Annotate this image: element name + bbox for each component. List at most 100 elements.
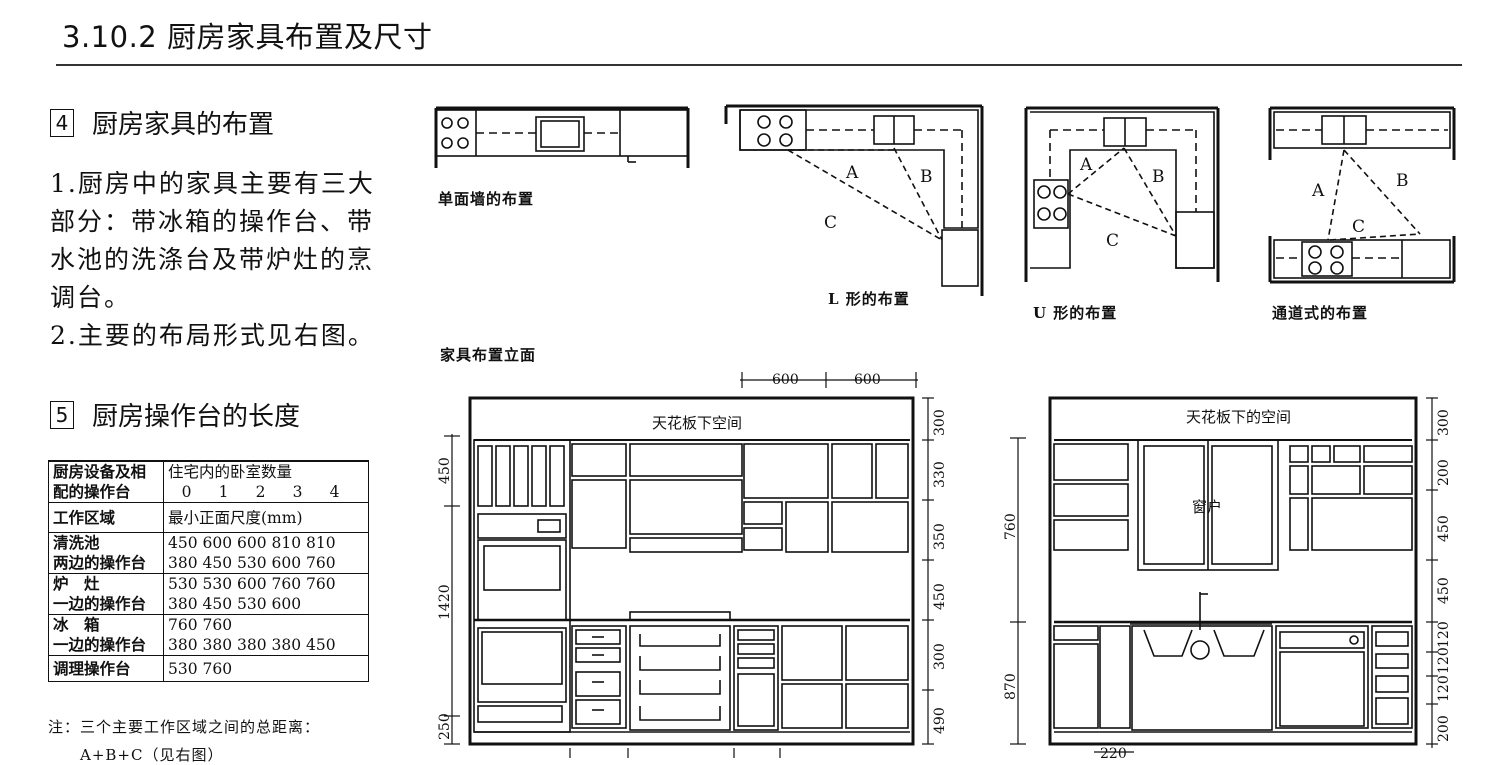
row-value-line: 380 380 380 380 450 <box>168 636 336 654</box>
bedroom-count: 2 <box>255 483 266 501</box>
caption-single-wall: 单面墙的布置 <box>438 190 535 208</box>
section-5-heading: 5 厨房操作台的长度 <box>50 396 300 433</box>
bedroom-count: 4 <box>329 483 340 501</box>
bedroom-count: 1 <box>218 483 229 501</box>
row-label-line: 一边的操作台 <box>53 594 147 613</box>
row-values: 760 760 380 380 380 380 450 <box>163 614 369 656</box>
table-row: 清洗池两边的操作台 450 600 600 810 810 380 450 530… <box>48 532 369 574</box>
row-label-line: 炉 灶 <box>53 574 100 593</box>
section-title: 3.10.2 厨房家具布置及尺寸 <box>62 20 433 54</box>
row-label: 调理操作台 <box>48 655 164 682</box>
row-label-line: 冰 箱 <box>53 615 100 634</box>
dim-right-870: 870 <box>1003 673 1019 700</box>
bedroom-counts: 0 1 2 3 4 <box>168 482 364 502</box>
label-l-a: A <box>845 163 859 183</box>
label-u-b: B <box>1152 167 1165 187</box>
elevation-right <box>1048 396 1418 746</box>
body-line: 部分：带冰箱的操作台、带 <box>50 207 375 236</box>
row-value-line: 380 450 530 600 760 <box>168 554 336 572</box>
dim-top-1: 600 <box>772 372 799 388</box>
section-5-number: 5 <box>50 401 74 429</box>
caption-u-shape: U 形的布置 <box>1033 304 1118 322</box>
row-label: 清洗池两边的操作台 <box>48 532 164 574</box>
dim-far-120b: 120 <box>1436 647 1452 674</box>
label-u-a: A <box>1079 155 1093 175</box>
header-right-title: 住宅内的卧室数量 <box>168 463 293 481</box>
row-value-line: 760 760 <box>168 616 233 634</box>
dim-left-1420: 1420 <box>437 584 453 620</box>
dim-far-200: 200 <box>1436 459 1452 486</box>
section-4-number: 4 <box>50 109 74 137</box>
dim-far-200b: 200 <box>1436 715 1452 742</box>
dim-left-250: 250 <box>437 713 453 740</box>
header-left-line: 配的操作台 <box>53 482 131 501</box>
caption-l-shape: L 形的布置 <box>828 290 910 308</box>
label-ceiling-left: 天花板下空间 <box>652 414 742 432</box>
dim-top-2: 600 <box>854 372 881 388</box>
row-label-line: 一边的操作台 <box>53 635 147 654</box>
row-values: 530 760 <box>163 655 369 682</box>
label-l-b: B <box>920 167 933 187</box>
row-values: 530 530 600 760 760 380 450 530 600 <box>163 573 369 615</box>
table-row: 工作区域 最小正面尺度(mm) <box>48 502 369 533</box>
row-label-line: 清洗池 <box>53 533 100 552</box>
bedroom-count: 0 <box>181 483 192 501</box>
dimension-lines <box>444 372 1438 758</box>
header-divider <box>56 64 1462 66</box>
table-row: 炉 灶一边的操作台 530 530 600 760 760 380 450 530… <box>48 573 369 615</box>
counter-length-table: 厨房设备及相 配的操作台 住宅内的卧室数量 0 1 2 3 4 工作区域 最小正面尺度(… <box>48 460 369 682</box>
plan-single-wall <box>434 106 690 168</box>
header-left-line: 厨房设备及相 <box>53 462 147 481</box>
bedroom-count: 3 <box>292 483 303 501</box>
section-5-title: 厨房操作台的长度 <box>92 402 301 432</box>
label-l-c: C <box>824 213 837 233</box>
body-line: 水池的洗涤台及带炉灶的烹 <box>50 245 375 274</box>
table-header-left: 厨房设备及相 配的操作台 <box>48 460 164 503</box>
dim-far-450b: 450 <box>1436 577 1452 604</box>
plan-l-shape <box>724 104 984 296</box>
dim-mid-490: 490 <box>932 707 948 734</box>
dim-mid-450: 450 <box>932 583 948 610</box>
body-line: 1.厨房中的家具主要有三大 <box>50 169 375 198</box>
caption-corridor: 通道式的布置 <box>1272 304 1369 322</box>
label-u-c: C <box>1106 231 1119 251</box>
zone-value: 最小正面尺度(mm) <box>163 502 369 533</box>
plan-corridor <box>1268 106 1456 284</box>
caption-elevation: 家具布置立面 <box>440 346 537 364</box>
dim-right-760: 760 <box>1003 513 1019 540</box>
section-4-title: 厨房家具的布置 <box>92 110 275 140</box>
dim-bottom: 220 <box>1100 746 1127 758</box>
label-window: 窗户 <box>1192 498 1222 516</box>
dim-mid-330: 330 <box>932 461 948 488</box>
table-row: 冰 箱一边的操作台 760 760 380 380 380 380 450 <box>48 614 369 656</box>
dim-left-450: 450 <box>437 457 453 484</box>
label-corridor-c: C <box>1352 217 1365 237</box>
label-corridor-a: A <box>1311 181 1325 201</box>
table-note: 注：三个主要工作区域之间的总距离： <box>48 718 321 736</box>
section-4-body: 1.厨房中的家具主要有三大 部分：带冰箱的操作台、带 水池的洗涤台及带炉灶的烹 … <box>50 165 375 355</box>
row-values: 450 600 600 810 810 380 450 530 600 760 <box>163 532 369 574</box>
drawing-labels: A B C A B C A B C 天花板下空间 天花板下的空间 窗户 600 … <box>437 155 1452 758</box>
dim-far-120c: 120 <box>1436 675 1452 702</box>
row-label: 冰 箱一边的操作台 <box>48 614 164 656</box>
dim-far-450: 450 <box>1436 515 1452 542</box>
row-label: 炉 灶一边的操作台 <box>48 573 164 615</box>
plan-u-shape <box>1024 106 1220 282</box>
row-value-line: 530 530 600 760 760 <box>168 575 336 593</box>
label-corridor-b: B <box>1396 171 1409 191</box>
dim-mid-350: 350 <box>932 523 948 550</box>
dim-far-120a: 120 <box>1436 621 1452 648</box>
elevation-left <box>468 396 915 746</box>
table-row: 调理操作台 530 760 <box>48 655 369 682</box>
zone-label: 工作区域 <box>48 502 164 533</box>
row-value-line: 450 600 600 810 810 <box>168 534 336 552</box>
section-4-heading: 4 厨房家具的布置 <box>50 104 274 141</box>
body-line: 2.主要的布局形式见右图。 <box>50 321 375 350</box>
dim-mid-300b: 300 <box>932 643 948 670</box>
label-ceiling-right: 天花板下的空间 <box>1186 408 1291 426</box>
row-label-line: 两边的操作台 <box>53 553 147 572</box>
row-value-line: 380 450 530 600 <box>168 595 302 613</box>
dim-mid-300: 300 <box>932 409 948 436</box>
body-line: 调台。 <box>50 283 132 312</box>
